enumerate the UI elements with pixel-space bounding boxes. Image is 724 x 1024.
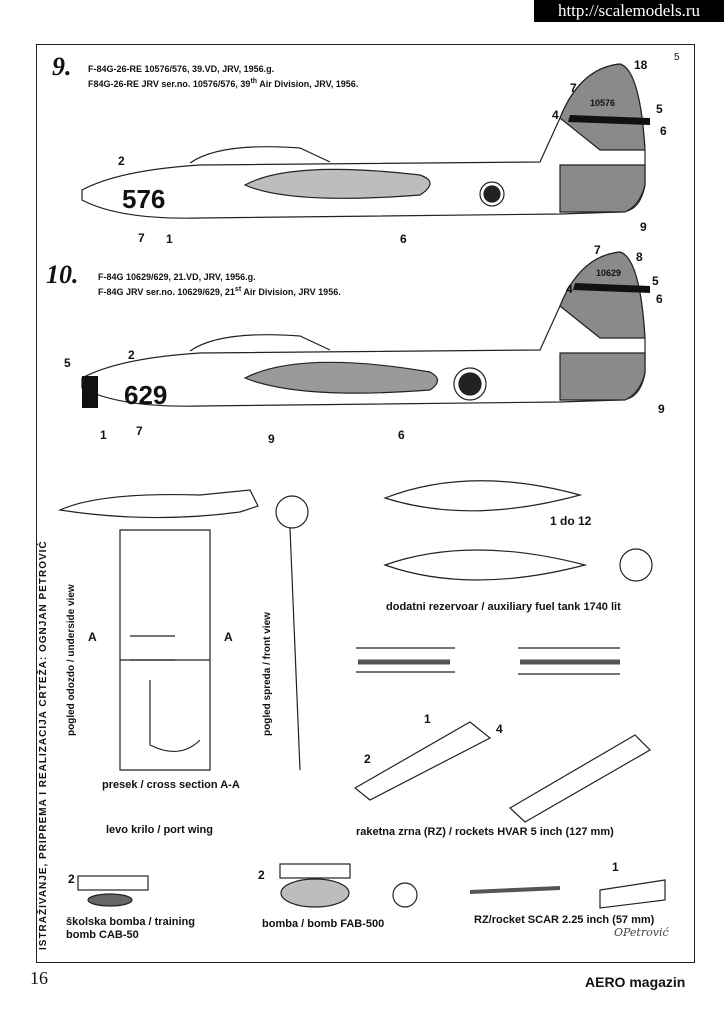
profile-10-caption-1: F-84G 10629/629, 21.VD, JRV, 1956.g. [98,272,256,282]
callout-6c: 6 [656,292,663,306]
scar-caption: RZ/rocket SCAR 2.25 inch (57 mm) [474,914,655,926]
callout-5: 5 [656,102,663,116]
front-view-label: pogled spreda / front view [262,612,273,736]
callout-2b: 2 [128,348,135,362]
section-marker-right: A [224,630,233,644]
profile-9-caption-2: F84G-26-RE JRV ser.no. 10576/576, 39th A… [88,78,359,89]
callout-5b: 5 [652,274,659,288]
callout-5c: 5 [64,356,71,370]
nose-number-629: 629 [124,380,168,410]
tail-serial-10576: 10576 [590,98,616,108]
bombs-drawing [77,863,666,909]
artist-signature: OPetrović [614,926,669,939]
underside-view-label: pogled odozdo / underside view [66,584,77,736]
callout-6d: 6 [398,428,405,442]
callout-9b: 9 [268,432,275,446]
port-wing-caption: levo krilo / port wing [106,824,213,836]
callout-1b: 1 [100,428,107,442]
callout-7b: 7 [138,231,145,245]
callout-7d: 7 [136,424,143,438]
fuel-tank-drawing [383,480,653,582]
callout-18: 18 [634,58,648,72]
drawing-frame [36,44,695,963]
section-caption: presek / cross section A-A [102,779,240,791]
hvar-callout-4: 4 [496,722,503,736]
watermark: http://scalemodels.ru [534,0,724,22]
corner-number: 5 [674,52,680,63]
callout-9c: 9 [658,402,665,416]
tank-caption: dodatni rezervoar / auxiliary fuel tank … [386,601,621,613]
callout-2: 2 [118,154,125,168]
credit-text: ISTRAŽIVANJE, PRIPREMA I REALIZACIJA CRT… [38,540,49,950]
callout-9: 9 [640,220,647,234]
callout-1: 1 [166,232,173,246]
callout-4: 4 [552,108,559,122]
profile-10-caption-2: F-84G JRV ser.no. 10629/629, 21st Air Di… [98,286,341,297]
hvar-callout-1: 1 [424,712,431,726]
callout-6: 6 [660,124,667,138]
callout-7: 7 [570,81,577,95]
fab500-caption: bomba / bomb FAB-500 [262,918,385,930]
aircraft-9-profile [81,63,650,219]
port-wing-drawing [57,489,259,771]
fab500-callout: 2 [258,868,265,882]
profile-9-caption-1: F-84G-26-RE 10576/576, 39.VD, JRV, 1956.… [88,64,275,74]
callout-7c: 7 [594,243,601,257]
aircraft-10-profile [81,251,650,408]
tank-callout: 1 do 12 [550,514,592,528]
section-marker-left: A [88,630,97,644]
cab50-caption-1: školska bomba / training [66,916,195,928]
scar-callout: 1 [612,860,619,874]
profile-10-number: 10. [46,260,79,289]
page-number: 16 [30,968,48,988]
hvar-callout-2: 2 [364,752,371,766]
hvar-rockets-drawing [353,647,651,823]
callout-8: 8 [636,250,643,264]
cab50-callout: 2 [68,872,75,886]
callout-6b: 6 [400,232,407,246]
magazine-name: AERO magazin [585,974,686,990]
cab50-caption-2: bomb CAB-50 [66,929,139,941]
profile-9-number: 9. [52,52,72,81]
hvar-caption: raketna zrna (RZ) / rockets HVAR 5 inch … [356,826,614,838]
tail-serial-10629: 10629 [596,268,622,278]
nose-number-576: 576 [122,184,166,214]
wing-front-drawing [275,495,309,771]
callout-4b: 4 [566,282,573,296]
